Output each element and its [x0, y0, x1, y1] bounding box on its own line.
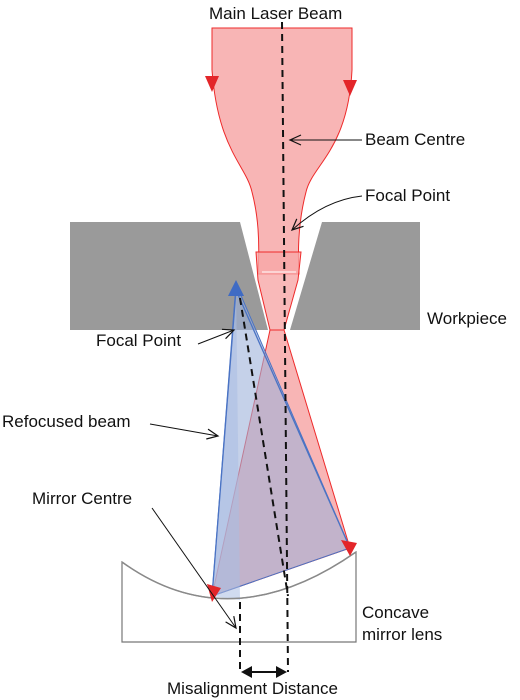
- refocused-beam-label: Refocused beam: [2, 412, 131, 431]
- leader-refocused-beam: [149, 423, 220, 440]
- beam-arrowhead-right: [343, 80, 357, 96]
- refocus-ray-right: [235, 289, 351, 549]
- beam-arrowhead-left: [205, 76, 219, 92]
- beam-arrowhead-mirror-right: [341, 540, 357, 556]
- reflected-centre-line: [239, 297, 289, 597]
- leader-focal-point-left: [197, 328, 236, 345]
- main-beam-label: Main Laser Beam: [209, 4, 343, 23]
- focal-point-left-label: Focal Point: [96, 331, 182, 350]
- refocus-arrowhead: [228, 280, 244, 296]
- mirror-surface: [121, 551, 357, 600]
- mirror-label-line2: mirror lens: [362, 625, 443, 644]
- mirror-centre-label: Mirror Centre: [32, 489, 133, 508]
- leader-mirror-centre: [151, 507, 237, 630]
- misalignment-arrowhead-right: [276, 666, 287, 678]
- beam-centre-line: [281, 21, 289, 673]
- refocused-beam-inner: [212, 284, 240, 600]
- mirror-label-line1: Concave: [362, 603, 430, 622]
- misalignment-arrowhead-left: [241, 666, 252, 678]
- beam-arrowhead-mirror-left: [207, 584, 221, 602]
- workpiece: [70, 222, 420, 330]
- focal-point-top-label: Focal Point: [365, 186, 451, 205]
- beam-centre-label: Beam Centre: [365, 130, 466, 149]
- misalignment-label: Misalignment Distance: [167, 679, 339, 698]
- refocus-ray-left: [211, 289, 237, 597]
- workpiece-label: Workpiece: [427, 309, 507, 328]
- leader-focal-point-top: [290, 195, 363, 231]
